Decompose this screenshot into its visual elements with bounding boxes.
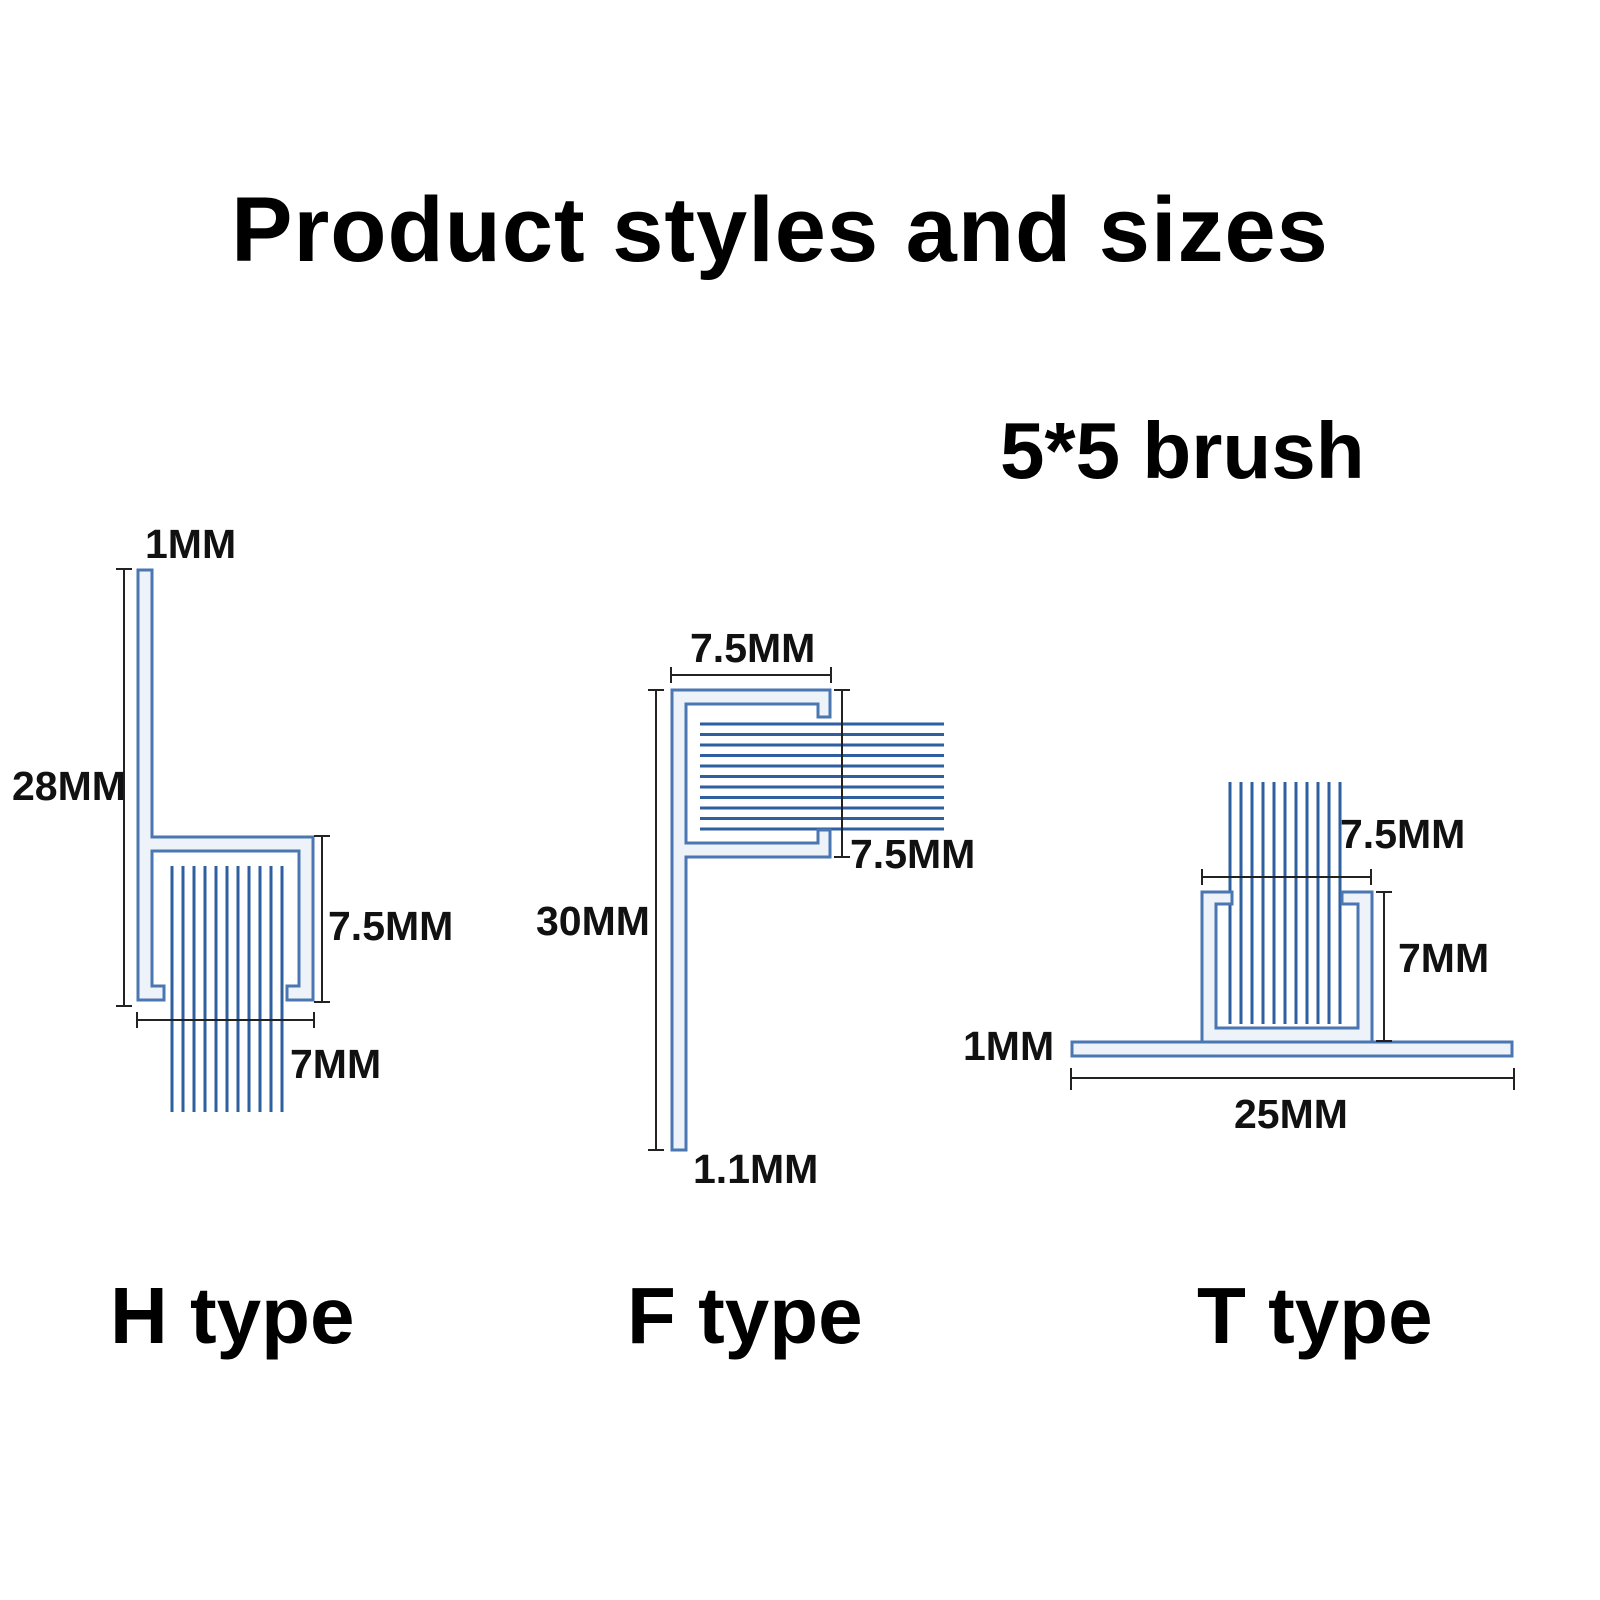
- h-type-profile: [136, 568, 315, 1002]
- t-type-profile: [1070, 1040, 1514, 1058]
- f-channel-dim-label: 7.5MM: [850, 831, 975, 877]
- brush-size-label: 5*5 brush: [1000, 406, 1365, 495]
- t-type-label: T type: [1197, 1271, 1433, 1360]
- h-width-dim-label: 7MM: [290, 1041, 381, 1087]
- f-type-bristles: [700, 722, 944, 831]
- h-type-label: H type: [110, 1271, 355, 1360]
- f-type-label: F type: [627, 1271, 863, 1360]
- f-bottom-dim-label: 1.1MM: [693, 1146, 818, 1192]
- t-thickness-dim-label: 1MM: [963, 1023, 1054, 1069]
- h-type-bristles: [170, 866, 284, 1112]
- t-type-bristles: [1228, 782, 1342, 1024]
- f-type-diagram: 7.5MM 7.5MM 30MM 1.1MM: [536, 625, 975, 1192]
- h-channel-dim-label: 7.5MM: [328, 903, 453, 949]
- t-width-dim-label: 25MM: [1234, 1091, 1348, 1137]
- page-title: Product styles and sizes: [231, 179, 1329, 281]
- h-type-diagram: 1MM 28MM 7.5MM 7MM: [12, 521, 453, 1112]
- f-top-dim-label: 7.5MM: [690, 625, 815, 671]
- f-type-profile: [670, 688, 832, 1152]
- h-height-dim-label: 28MM: [12, 763, 126, 809]
- t-type-diagram: 7.5MM 7MM 1MM 25MM: [963, 782, 1515, 1137]
- h-top-dim-label: 1MM: [145, 521, 236, 567]
- t-type-channel: [1200, 890, 1374, 1044]
- t-channel-dim-label: 7.5MM: [1340, 811, 1465, 857]
- t-height-dim-label: 7MM: [1398, 935, 1489, 981]
- f-height-dim-label: 30MM: [536, 898, 650, 944]
